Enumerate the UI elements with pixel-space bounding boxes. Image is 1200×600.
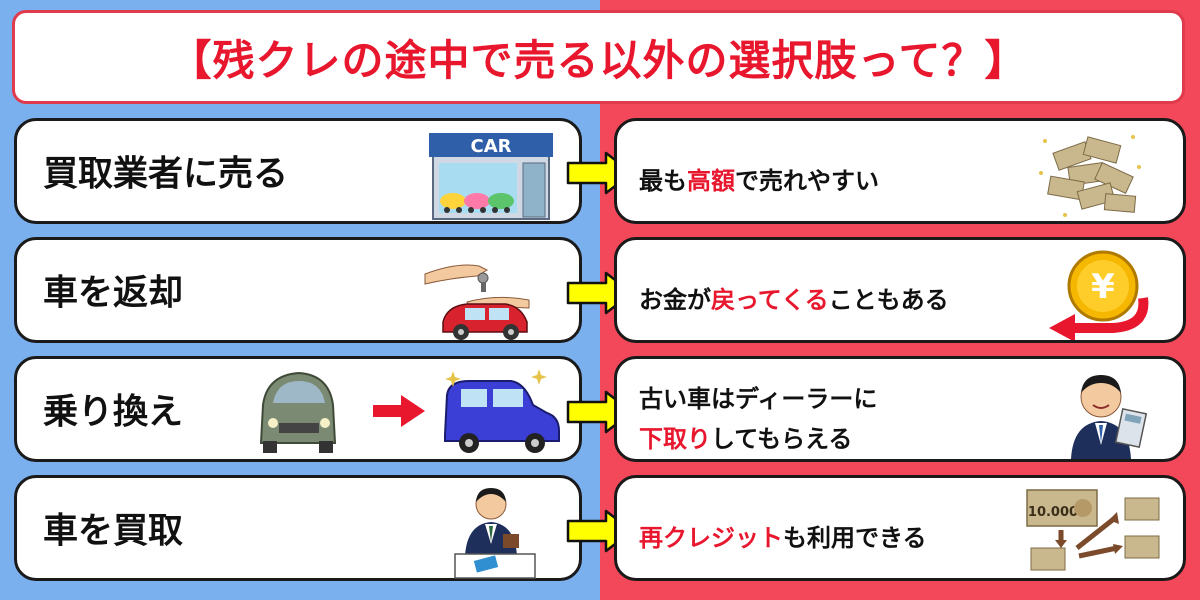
result-text: 再クレジットも利用できる xyxy=(639,524,927,552)
result-text: 最も高額で売れやすい xyxy=(639,167,879,195)
split-payment-bills-icon: 10.000 xyxy=(1026,489,1160,571)
car-swap-icon xyxy=(259,369,560,453)
option-card-buy-car: 車を買取 xyxy=(14,475,582,581)
page-title: 【残クレの途中で売る以外の選択肢って？】 xyxy=(169,35,1028,85)
option-label: 車を返却 xyxy=(43,273,184,314)
money-pile-icon xyxy=(1039,135,1141,217)
option-card-sell-to-buyer: 買取業者に売る CAR xyxy=(14,118,582,224)
businessman-card-payment-icon xyxy=(454,488,536,579)
result-card-money-back: お金が戻ってくることもある ¥ xyxy=(614,237,1186,343)
option-label: 乗り換え xyxy=(43,392,184,433)
yen-coin-return-icon: ¥ xyxy=(1049,250,1149,340)
yen-symbol: ¥ xyxy=(1091,267,1115,307)
salesperson-calculator-icon xyxy=(1071,375,1148,459)
result-card-trade-in: 古い車はディーラーに 下取りしてもらえる xyxy=(614,356,1186,462)
result-card-re-credit: 再クレジットも利用できる 10.000 xyxy=(614,475,1186,581)
bill-amount-text: 10.000 xyxy=(1028,505,1078,520)
option-label: 買取業者に売る xyxy=(43,154,289,195)
option-card-return-car: 車を返却 xyxy=(14,237,582,343)
shop-sign-text: CAR xyxy=(470,136,511,157)
option-card-trade-in: 乗り換え xyxy=(14,356,582,462)
car-key-handover-icon xyxy=(424,264,530,340)
result-text-line2: 下取りしてもらえる xyxy=(639,425,853,453)
title-banner: 【残クレの途中で売る以外の選択肢って？】 xyxy=(12,10,1185,104)
option-label: 車を買取 xyxy=(43,511,184,552)
car-dealership-icon: CAR xyxy=(429,133,553,220)
result-text: お金が戻ってくることもある xyxy=(639,286,949,314)
result-card-highest-price: 最も高額で売れやすい xyxy=(614,118,1186,224)
result-text-line1: 古い車はディーラーに xyxy=(639,385,878,413)
